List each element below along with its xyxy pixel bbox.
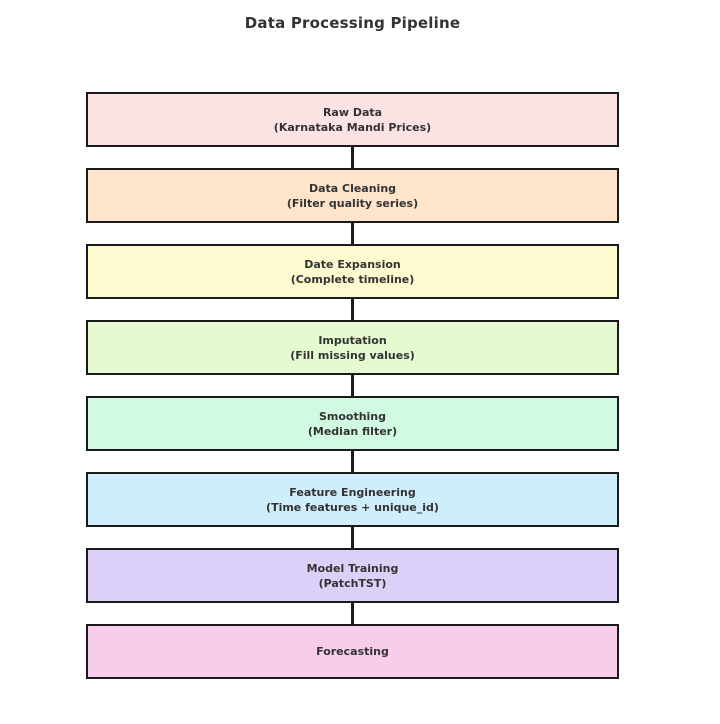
connector-line [351, 299, 354, 320]
connector-line [351, 527, 354, 548]
stage-subtitle: (Complete timeline) [290, 272, 415, 286]
stage-title: Data Cleaning [308, 181, 397, 195]
stage-box-imputation: Imputation (Fill missing values) [86, 320, 619, 375]
stage-title: Forecasting [316, 645, 389, 658]
stage-box-feature-engineering: Feature Engineering (Time features + uni… [86, 472, 619, 527]
stage-subtitle: (Karnataka Mandi Prices) [273, 120, 432, 134]
stage-box-smoothing: Smoothing (Median filter) [86, 396, 619, 451]
pipeline-flow: Raw Data (Karnataka Mandi Prices) Data C… [86, 92, 619, 679]
stage-box-data-cleaning: Data Cleaning (Filter quality series) [86, 168, 619, 223]
stage-title: Smoothing [318, 409, 387, 423]
stage-subtitle: (Time features + unique_id) [266, 500, 439, 514]
diagram-title: Data Processing Pipeline [244, 14, 461, 32]
stage-box-raw-data: Raw Data (Karnataka Mandi Prices) [86, 92, 619, 147]
connector-line [351, 451, 354, 472]
connector-line [351, 375, 354, 396]
stage-title: Date Expansion [304, 257, 401, 271]
stage-box-date-expansion: Date Expansion (Complete timeline) [86, 244, 619, 299]
stage-title: Imputation [318, 333, 387, 347]
stage-title: Model Training [306, 561, 399, 575]
stage-box-model-training: Model Training (PatchTST) [86, 548, 619, 603]
connector-line [351, 603, 354, 624]
connector-line [351, 147, 354, 168]
stage-title: Feature Engineering [289, 485, 416, 499]
stage-subtitle: (Fill missing values) [290, 348, 415, 362]
stage-subtitle: (Median filter) [307, 424, 398, 438]
stage-subtitle: (Filter quality series) [286, 196, 419, 210]
stage-subtitle: (PatchTST) [318, 576, 387, 590]
stage-title: Raw Data [322, 105, 383, 119]
stage-box-forecasting: Forecasting [86, 624, 619, 679]
connector-line [351, 223, 354, 244]
